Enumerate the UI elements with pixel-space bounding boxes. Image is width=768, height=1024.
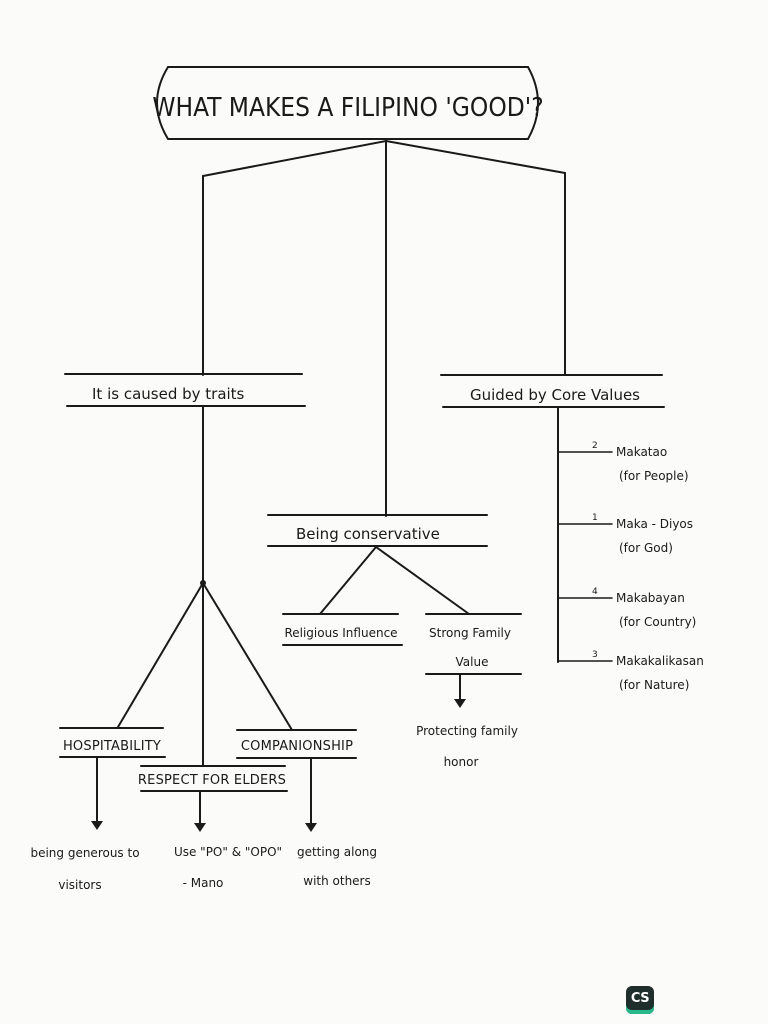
conservative-religious: Religious Influence [284,626,397,640]
trait-respect: RESPECT FOR ELDERS [138,773,286,788]
core-value-name: Makabayan [616,591,685,605]
outcome-hospitability-1: being generous to [30,846,139,860]
connector-hospitability [117,582,204,728]
connector-religious [319,546,377,615]
core-values-list: 2 Makatao (for People) 1 Maka - Diyos (for Go… [557,441,704,692]
arrowhead-family [454,699,466,708]
outcome-companionship-1: getting along [297,845,377,859]
conservative-family-1: Strong Family [429,626,511,640]
core-value-number: 4 [592,587,598,597]
connector-title-left [202,140,387,177]
connector-family [375,546,470,615]
core-value-number: 3 [592,650,598,660]
core-value-name: Makakalikasan [616,654,704,668]
core-value-number: 2 [592,441,598,451]
outcome-respect-2: - Mano [183,876,224,890]
core-value-meaning: (for God) [619,541,673,555]
connector-title-right [385,140,566,174]
diagram-title: WHAT MAKES A FILIPINO 'GOOD'? [152,93,543,123]
core-value-name: Makatao [616,445,667,459]
core-value-name: Maka - Diyos [616,517,693,531]
conservative-family-2: Value [456,655,489,669]
core-value-meaning: (for Nature) [619,678,689,692]
branch-conservative: Being conservative [296,525,440,543]
outcome-hospitability-2: visitors [58,878,101,892]
branch-core-values: Guided by Core Values [470,386,640,404]
arrowhead-companionship [305,823,317,832]
outcome-family-1: Protecting family [416,724,518,738]
outcome-respect-1: Use "PO" & "OPO" [174,845,282,859]
core-value-meaning: (for Country) [619,615,696,629]
connector-companionship [202,582,293,731]
trait-hospitability: HOSPITABILITY [63,739,161,754]
title-frame [156,66,539,140]
outcome-companionship-2: with others [303,874,371,888]
trait-companionship: COMPANIONSHIP [241,739,353,754]
camscanner-badge: CS [626,986,654,1014]
arrowhead-hospitability [91,821,103,830]
outcome-family-2: honor [444,755,479,769]
arrowhead-respect [194,823,206,832]
core-value-number: 1 [592,513,598,523]
core-value-meaning: (for People) [619,469,689,483]
branch-traits: It is caused by traits [92,385,245,403]
